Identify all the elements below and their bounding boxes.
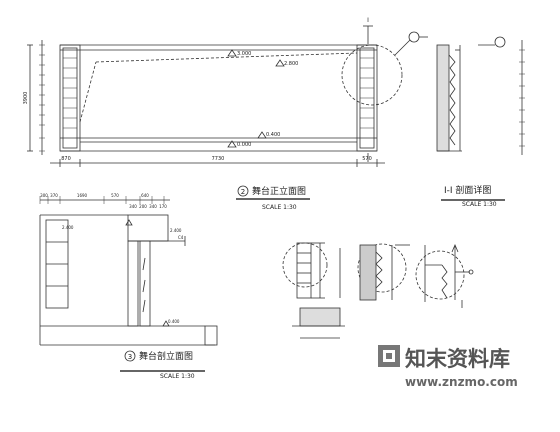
- section-marker: I: [367, 17, 369, 24]
- level-2800: 2.800: [284, 61, 298, 67]
- detail-i-drawing: [436, 36, 525, 201]
- front-title-number: 2: [241, 188, 245, 196]
- sec-dim-8: 340: [149, 204, 157, 209]
- sec-dim-9: 170: [159, 204, 167, 209]
- level-marker: [257, 131, 267, 139]
- level-3000: 3.000: [237, 51, 251, 57]
- dim-height: 3900: [23, 92, 29, 105]
- watermark-url: www.znzmo.com: [405, 375, 518, 389]
- sec-dim-7: 200: [139, 204, 147, 209]
- level-0000: 0.000: [237, 142, 251, 148]
- title-number-circle: [237, 185, 249, 197]
- title-number-circle: [124, 350, 136, 362]
- detail-title: I-I 剖面详图: [444, 184, 491, 196]
- level-marker: [275, 59, 285, 67]
- watermark-logo-icon: [378, 345, 400, 367]
- section-elevation: [39, 196, 218, 372]
- dim-right: 570: [362, 156, 372, 162]
- detail-marker: [408, 31, 420, 43]
- level-marker: [227, 140, 237, 148]
- sec-dim-4: 570: [111, 193, 119, 198]
- sec-level-1: 2.400: [62, 225, 74, 230]
- section-title-number: 3: [128, 353, 132, 361]
- dim-mid: 7730: [212, 156, 225, 162]
- sec-level-3: 0.400: [168, 319, 180, 324]
- sec-dim-1: 300: [40, 193, 48, 198]
- small-details: [282, 242, 474, 339]
- detail-scale: SCALE 1:30: [462, 201, 497, 208]
- level-marker: [227, 49, 237, 57]
- front-elevation: [27, 25, 428, 200]
- sec-level-2: 2.400: [170, 228, 182, 233]
- step-block: [204, 325, 218, 346]
- front-title: 舞台正立面图: [252, 185, 306, 197]
- front-scale: SCALE 1:30: [262, 204, 297, 211]
- sec-side-mark: C4: [178, 235, 184, 240]
- watermark: 知末资料库 www.znzmo.com: [378, 345, 518, 389]
- sec-dim-6: 340: [129, 204, 137, 209]
- section-scale: SCALE 1:30: [160, 373, 195, 380]
- detail-callout-circle: [341, 44, 403, 106]
- watermark-name: 知末资料库: [405, 347, 510, 371]
- top-block: [127, 214, 169, 242]
- sec-dim-3: 1690: [77, 193, 88, 198]
- sec-dim-5: 640: [141, 193, 149, 198]
- sec-dim-2: 370: [50, 193, 58, 198]
- dim-left: 870: [61, 156, 71, 162]
- level-0400: 0.400: [266, 132, 280, 138]
- section-title: 舞台剖立面图: [139, 350, 193, 362]
